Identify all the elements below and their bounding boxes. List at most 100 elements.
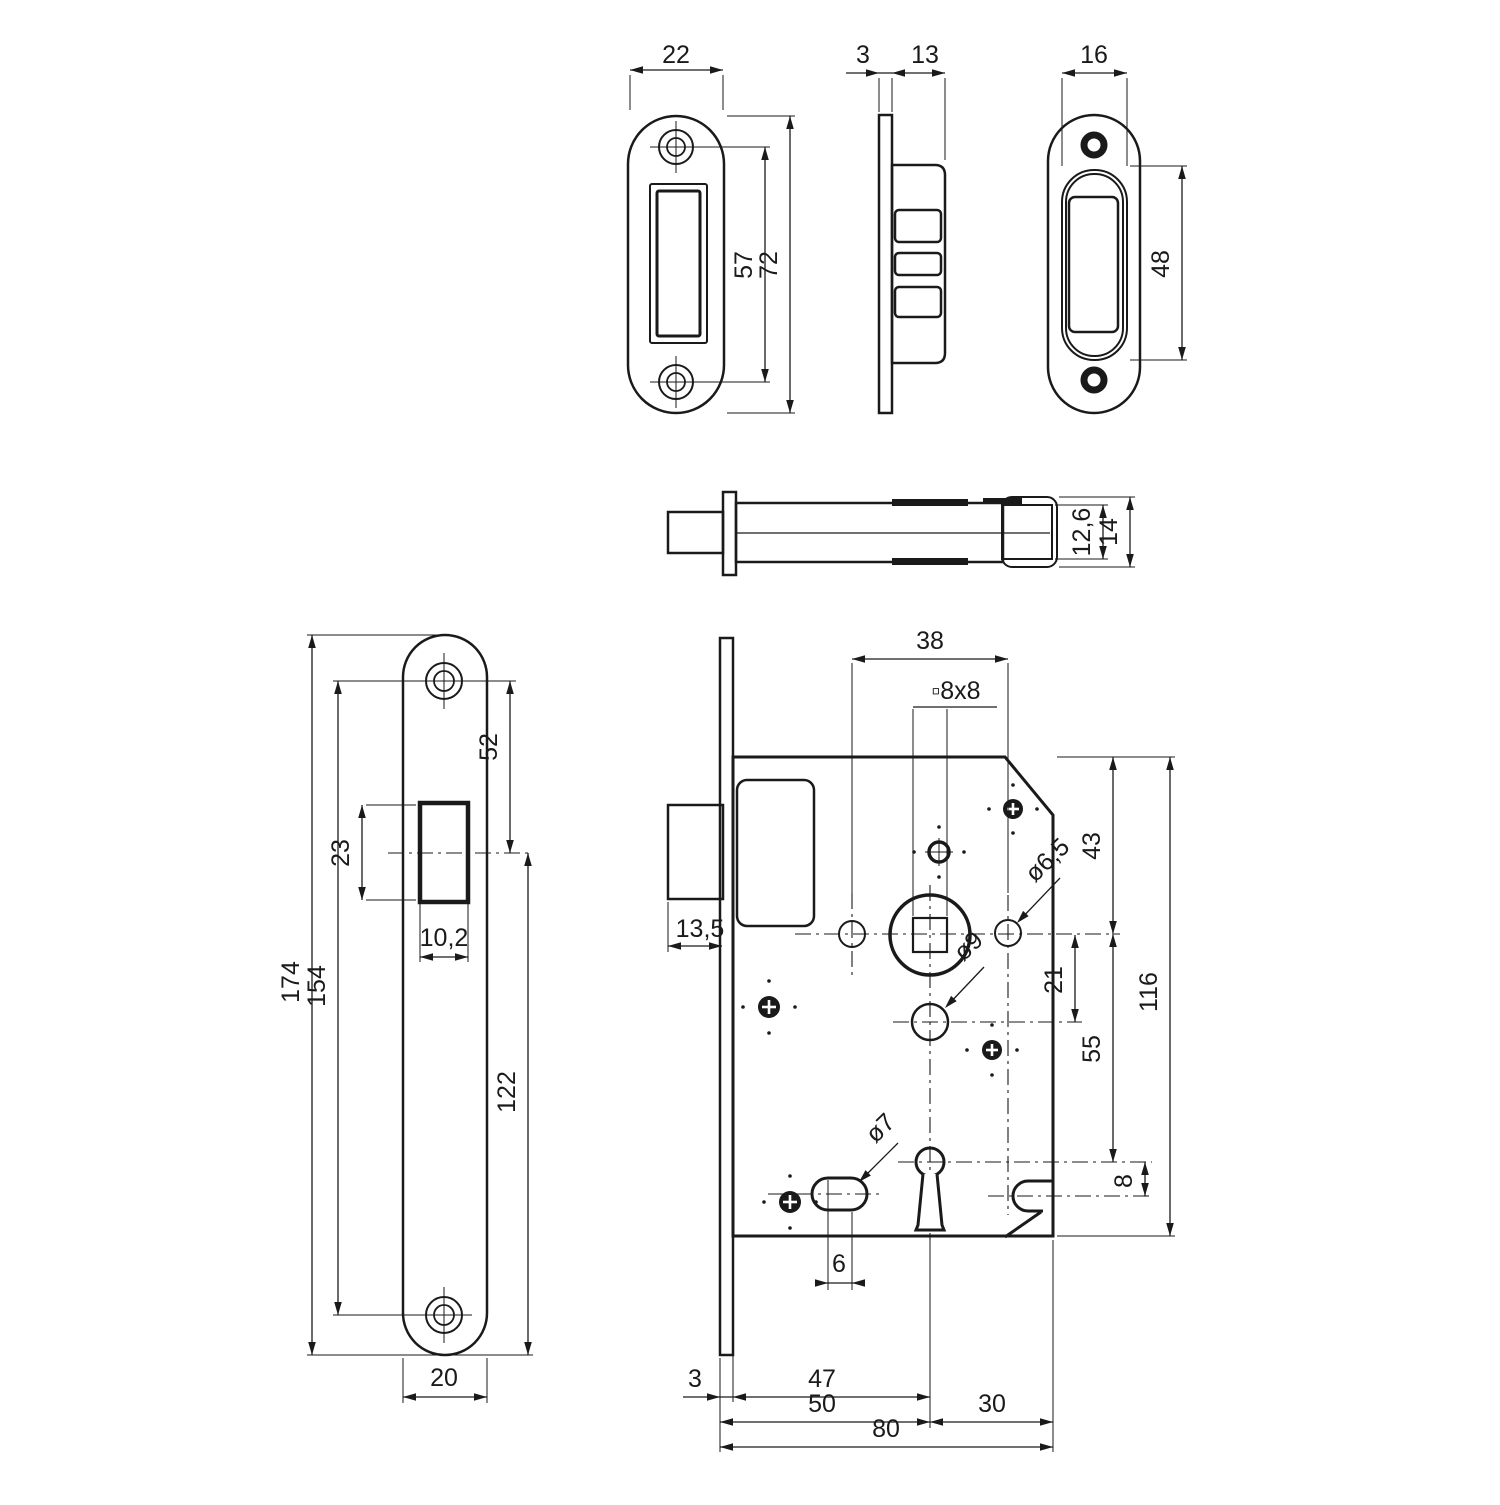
dimension-arrow xyxy=(917,1418,930,1426)
center-mark-dot xyxy=(987,807,991,811)
dimension-label: 52 xyxy=(475,733,503,761)
dimension-arrow xyxy=(334,1302,342,1315)
dimension-label: 48 xyxy=(1147,250,1175,278)
center-mark-dot xyxy=(962,850,966,854)
circle-outline xyxy=(888,893,972,977)
filled-bar xyxy=(892,558,968,565)
circle-outline xyxy=(994,919,1022,947)
dimension-arrow xyxy=(1126,554,1134,567)
dimension-label: 23 xyxy=(327,839,355,867)
dimension-arrow xyxy=(1071,935,1079,948)
dimension-arrow xyxy=(859,1170,871,1182)
center-mark-dot xyxy=(767,979,771,983)
dimension-label: ø6,5 xyxy=(1020,833,1075,888)
dimension-arrow xyxy=(1099,546,1107,559)
dimension-label: 80 xyxy=(872,1415,900,1443)
dimension-label: ▫8x8 xyxy=(931,677,980,705)
center-mark-dot xyxy=(1011,783,1015,787)
dimension-arrow xyxy=(1141,1162,1149,1175)
dimension-label: 174 xyxy=(277,961,305,1003)
dimension-label: 3 xyxy=(688,1365,702,1393)
dimension-label: 47 xyxy=(808,1365,836,1393)
center-mark-dot xyxy=(767,1031,771,1035)
dimension-label: 10,2 xyxy=(420,924,469,952)
outline-rect xyxy=(810,1176,869,1212)
dimension-arrow xyxy=(668,942,681,950)
dimension-label: 30 xyxy=(978,1390,1006,1418)
outline-rect xyxy=(718,636,735,1357)
dimension-arrow xyxy=(524,853,532,866)
dimension-arrow xyxy=(1109,757,1117,770)
dimension-arrow xyxy=(403,1393,416,1401)
dimension-label: ø7 xyxy=(860,1108,900,1148)
dimension-arrow xyxy=(852,1279,865,1287)
outline-rect xyxy=(911,916,949,954)
dimension-arrow xyxy=(1141,1183,1149,1196)
dimension-label: 43 xyxy=(1078,832,1106,860)
outline-rect xyxy=(1001,496,1058,568)
dimension-label: 6 xyxy=(832,1250,846,1278)
dimension-arrow xyxy=(945,995,957,1008)
dimension-arrow xyxy=(995,655,1008,663)
circle-outline xyxy=(910,1002,950,1042)
outline-rect xyxy=(626,114,726,415)
dimension-arrow xyxy=(1178,347,1186,360)
outline-path xyxy=(731,755,1055,1238)
dimension-label: 3 xyxy=(856,41,870,69)
outline-rect xyxy=(655,189,702,338)
dimension-label: 72 xyxy=(755,251,783,279)
center-mark-dot xyxy=(793,1005,797,1009)
dimension-arrow xyxy=(917,1393,930,1401)
center-mark-dot xyxy=(965,1048,969,1052)
dimension-arrow xyxy=(707,1393,720,1401)
outline-rect xyxy=(1067,195,1120,334)
outline-rect xyxy=(893,208,943,244)
dimension-label: 16 xyxy=(1080,41,1108,69)
dimension-arrow xyxy=(358,887,366,900)
dimension-arrow xyxy=(786,116,794,129)
dimension-arrow xyxy=(720,1443,733,1451)
dimension-arrow xyxy=(630,66,643,74)
dimension-label: 57 xyxy=(730,251,758,279)
drawing-line xyxy=(1004,1210,1042,1239)
outline-path xyxy=(913,1173,947,1232)
dimension-arrow xyxy=(506,840,514,853)
dimension-arrow xyxy=(524,1342,532,1355)
dimension-label: 8 xyxy=(1110,1174,1138,1188)
dimension-label: 122 xyxy=(493,1071,521,1113)
outline-rect xyxy=(735,778,816,928)
outline-rect xyxy=(666,803,725,901)
dimension-arrow xyxy=(506,681,514,694)
dimension-arrow xyxy=(1040,1418,1053,1426)
dimension-arrow xyxy=(709,942,722,950)
outline-rect xyxy=(893,285,943,319)
dimension-arrow xyxy=(308,635,316,648)
dimension-arrow xyxy=(786,400,794,413)
dimension-arrow xyxy=(720,1418,733,1426)
dimension-arrow xyxy=(892,69,905,77)
dimension-arrow xyxy=(932,69,945,77)
dimension-arrow xyxy=(1109,934,1117,947)
dimension-label: 38 xyxy=(916,627,944,655)
dimension-label: 20 xyxy=(430,1364,458,1392)
dimension-label: 21 xyxy=(1040,966,1068,994)
center-mark-dot xyxy=(788,1226,792,1230)
dimension-arrow xyxy=(474,1393,487,1401)
dimension-label: 55 xyxy=(1078,1035,1106,1063)
center-mark-dot xyxy=(762,1200,766,1204)
dimension-arrow xyxy=(334,681,342,694)
circle-outline xyxy=(1080,131,1108,159)
circle-outline xyxy=(1080,366,1108,394)
dimension-arrow xyxy=(1040,1443,1053,1451)
center-mark-dot xyxy=(937,825,941,829)
center-mark-dot xyxy=(990,1023,994,1027)
dimension-label: 116 xyxy=(1135,972,1163,1012)
filled-bar xyxy=(983,498,1022,504)
center-mark-dot xyxy=(937,875,941,879)
dimension-arrow xyxy=(1178,166,1186,179)
dimension-label: ø9 xyxy=(948,926,988,966)
dimension-arrow xyxy=(1062,69,1075,77)
